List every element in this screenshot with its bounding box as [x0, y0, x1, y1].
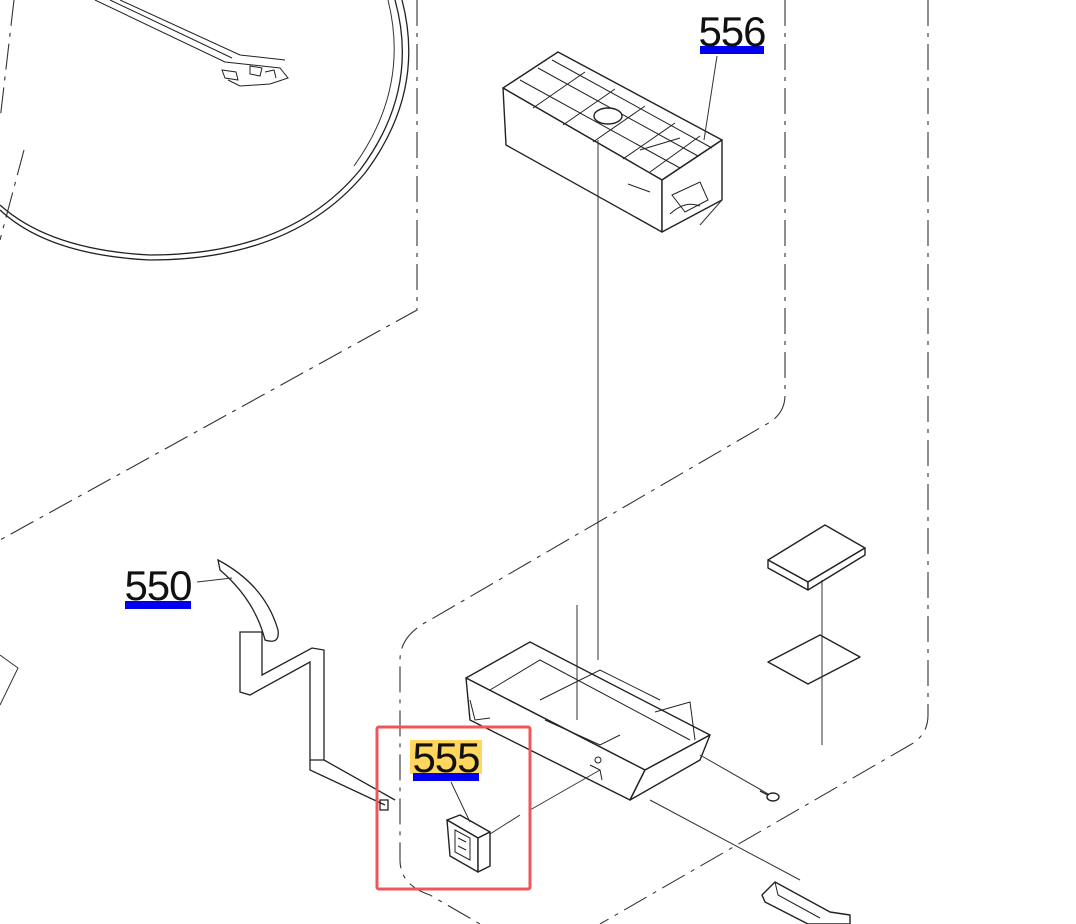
flat-cable-part: [217, 558, 396, 811]
callout-555-label: 555: [412, 734, 479, 781]
callout-550-leader: [196, 577, 233, 583]
pad-parts: [767, 524, 866, 685]
callout-556-label: 556: [698, 8, 765, 55]
rail-part: [94, 0, 289, 87]
callout-550-underline: [125, 601, 191, 609]
bracket-part: [761, 881, 851, 924]
callout-556-underline: [700, 46, 764, 54]
leader-lines: [529, 140, 823, 881]
callout-555-leader: [450, 781, 471, 823]
small-bracket-part: [446, 814, 521, 873]
tray-part: [465, 641, 711, 801]
callout-555-underline: [413, 773, 479, 781]
callout-555-highlight: [410, 740, 482, 774]
callout-555[interactable]: 555: [410, 734, 482, 781]
dash-dot-boundaries: [0, 0, 929, 924]
selection-box: [375, 725, 532, 891]
callout-550[interactable]: 550: [124, 562, 193, 609]
callout-550-label: 550: [124, 562, 191, 609]
maintenance-box-part: [502, 51, 723, 233]
callout-556[interactable]: 556: [698, 8, 766, 55]
callout-556-leader: [703, 55, 718, 141]
circular-part: [0, 0, 410, 261]
screw-part: [759, 790, 780, 802]
